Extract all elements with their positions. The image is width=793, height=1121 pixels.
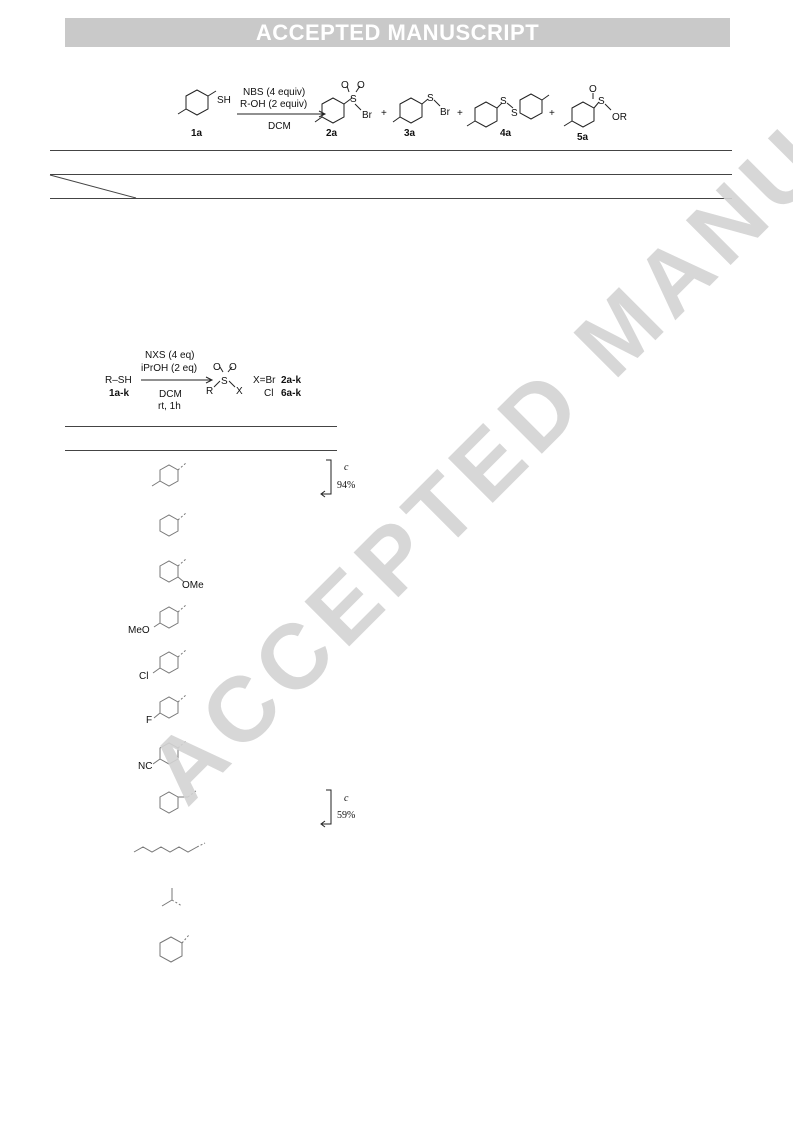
label-2a-k: 2a-k [281, 375, 301, 386]
table1-mid-rule [50, 174, 732, 175]
x-br-prefix: X=Br [253, 375, 276, 386]
substrate-rsh: R–SH [105, 375, 132, 386]
label-4a: 4a [500, 128, 512, 139]
atom-o1-2a: O [341, 80, 349, 91]
yield-59: 59% [337, 810, 355, 821]
label-1a: 1a [191, 128, 203, 139]
structure-cyclohexyl [159, 934, 190, 963]
structure-isopropyl [161, 888, 183, 907]
structure-n-octyl [133, 842, 206, 853]
label-5a: 5a [577, 132, 589, 143]
reagent-iproh: iPrOH (2 eq) [141, 363, 197, 374]
atom-s-2a: S [350, 94, 357, 105]
structure-p-chlorophenyl [152, 649, 187, 674]
atom-s-5a: S [598, 96, 605, 107]
table2-mid-rule [65, 450, 337, 451]
plus-1: + [381, 108, 387, 119]
ring-4a-right [519, 93, 543, 120]
label-2a: 2a [326, 128, 338, 139]
atom-r: R [206, 386, 213, 397]
structure-p-cyanophenyl [152, 740, 187, 765]
atom-o-5a: O [589, 84, 597, 95]
solvent-dcm-2: DCM [159, 389, 182, 400]
structure-p-methoxyphenyl [153, 604, 187, 629]
structure-o-methoxyphenyl [159, 558, 187, 583]
substituent-nc: NC [138, 761, 152, 772]
note-c-2: c [344, 793, 349, 804]
table2-top-rule [65, 426, 337, 427]
atom-br-2a: Br [362, 110, 373, 121]
atom-s-scheme2: S [221, 376, 228, 387]
structure-p-fluorophenyl [153, 694, 187, 719]
sub-sh: SH [217, 95, 231, 106]
label-3a: 3a [404, 128, 416, 139]
atom-br-3a: Br [440, 107, 451, 118]
note-c-1: c [344, 462, 349, 473]
conditions-rt: rt, 1h [158, 401, 181, 412]
reagent-roh: R-OH (2 equiv) [240, 99, 307, 110]
atom-or-5a: OR [612, 112, 627, 123]
atom-s2-4a: S [511, 108, 518, 119]
x-cl-prefix: Cl [264, 388, 273, 399]
substituent-meo: MeO [128, 625, 150, 636]
reagent-nxs: NXS (4 eq) [145, 350, 194, 361]
reaction-scheme-2: NXS (4 eq) iPrOH (2 eq) DCM rt, 1h R–SH … [105, 350, 301, 412]
yield-94: 94% [337, 480, 355, 491]
plus-3: + [549, 108, 555, 119]
atom-o1-scheme2: O [213, 362, 221, 373]
label-1a-k: 1a-k [109, 388, 129, 399]
substituent-ome: OMe [182, 580, 204, 591]
atom-o2-2a: O [357, 80, 365, 91]
substituent-cl: Cl [139, 671, 148, 682]
table1-bottom-rule [50, 198, 732, 199]
atom-s-3a: S [427, 93, 434, 104]
table1-diagonal-header [49, 174, 137, 199]
substrate-structures: OMe MeO Cl F NC c 94% c 59% [128, 459, 355, 963]
structure-p-tolyl [151, 462, 187, 487]
plus-2: + [457, 108, 463, 119]
accepted-manuscript-banner: ACCEPTED MANUSCRIPT [65, 18, 730, 47]
atom-o2-scheme2: O [229, 362, 237, 373]
solvent-dcm: DCM [268, 121, 291, 132]
structure-phenyl [159, 512, 187, 537]
substituent-f: F [146, 715, 152, 726]
atom-x: X [236, 386, 243, 397]
atom-s1-4a: S [500, 96, 507, 107]
reaction-scheme-1: SH 1a NBS (4 equiv) R-OH (2 equiv) DCM S… [177, 80, 627, 143]
reagent-nbs: NBS (4 equiv) [243, 87, 305, 98]
structure-benzyl [159, 789, 198, 814]
table1-top-rule [50, 150, 732, 151]
label-6a-k: 6a-k [281, 388, 301, 399]
